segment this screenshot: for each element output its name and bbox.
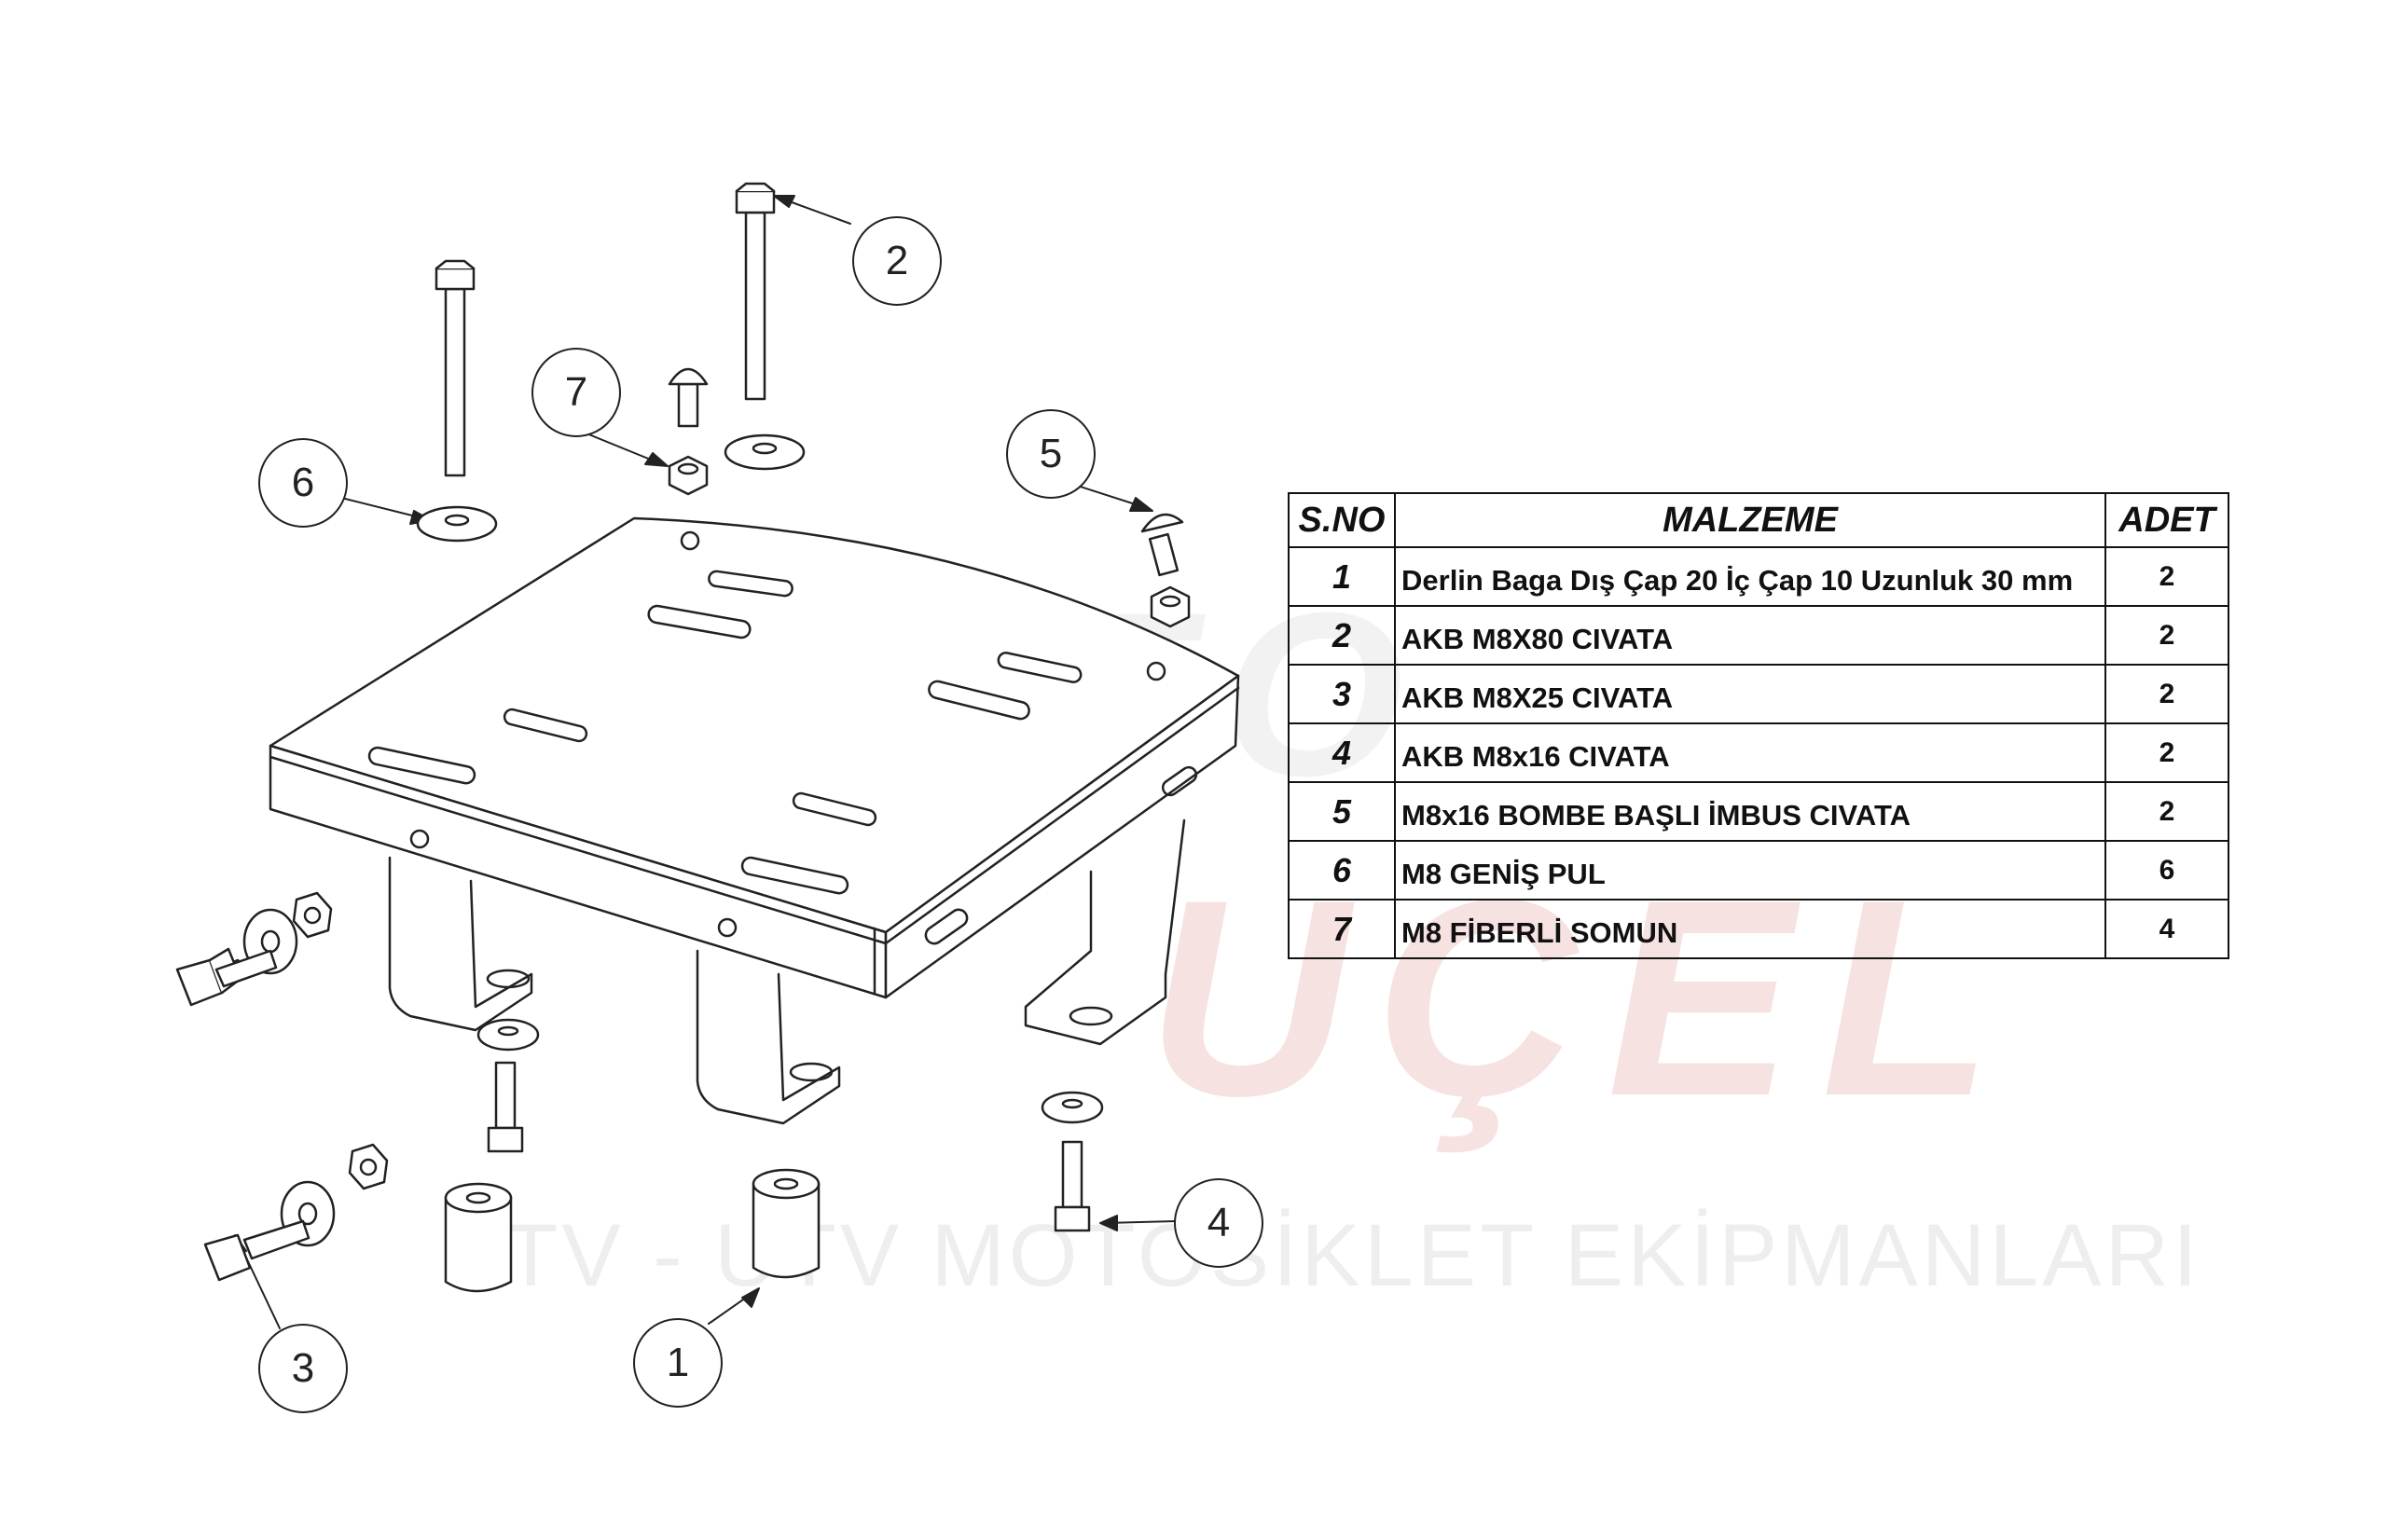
side-bolts	[175, 947, 310, 1282]
cell-qty: 4	[2104, 899, 2229, 959]
long-bolt-left	[435, 259, 476, 477]
callout-3: 3	[258, 1324, 348, 1413]
cell-qty: 2	[2104, 546, 2229, 607]
cell-material: AKB M8X80 CIVATA	[1394, 605, 2106, 666]
rack-plate	[269, 516, 1240, 999]
table-row: 1 Derlin Baga Dış Çap 20 İç Çap 10 Uzunl…	[1288, 546, 2229, 607]
cell-qty: 2	[2104, 664, 2229, 724]
header-qty: ADET	[2104, 492, 2229, 548]
cell-material: AKB M8x16 CIVATA	[1394, 722, 2106, 783]
callout-2: 2	[852, 216, 942, 306]
callout-4: 4	[1174, 1178, 1263, 1268]
cell-material: M8x16 BOMBE BAŞLI İMBUS CIVATA	[1394, 781, 2106, 842]
table-row: 5 M8x16 BOMBE BAŞLI İMBUS CIVATA 2	[1288, 781, 2229, 842]
button-head-bolts	[668, 367, 1184, 577]
long-bolt-right	[735, 182, 776, 401]
cell-material: AKB M8X25 CIVATA	[1394, 664, 2106, 724]
cell-qty: 6	[2104, 840, 2229, 901]
table-header-row: S.NO MALZEME ADET	[1288, 492, 2229, 548]
cell-material: M8 FİBERLİ SOMUN	[1394, 899, 2106, 959]
cell-qty: 2	[2104, 781, 2229, 842]
table-row: 7 M8 FİBERLİ SOMUN 4	[1288, 899, 2229, 959]
header-material: MALZEME	[1394, 492, 2106, 548]
bill-of-materials-table: S.NO MALZEME ADET 1 Derlin Baga Dış Çap …	[1288, 492, 2229, 959]
table-row: 6 M8 GENİŞ PUL 6	[1288, 840, 2229, 901]
cell-no: 1	[1288, 546, 1396, 607]
cell-no: 6	[1288, 840, 1396, 901]
header-sno: S.NO	[1288, 492, 1396, 548]
cell-qty: 2	[2104, 722, 2229, 783]
short-bolts	[487, 1061, 1091, 1232]
table-row: 2 AKB M8X80 CIVATA 2	[1288, 605, 2229, 666]
table-row: 4 AKB M8x16 CIVATA 2	[1288, 722, 2229, 783]
cell-material: M8 GENİŞ PUL	[1394, 840, 2106, 901]
cell-no: 2	[1288, 605, 1396, 666]
spacers	[444, 1168, 821, 1293]
cell-qty: 2	[2104, 605, 2229, 666]
callout-5: 5	[1006, 409, 1096, 499]
table-row: 3 AKB M8X25 CIVATA 2	[1288, 664, 2229, 724]
cell-no: 7	[1288, 899, 1396, 959]
rack-brackets	[388, 818, 1186, 1125]
cell-no: 3	[1288, 664, 1396, 724]
callout-7: 7	[531, 348, 621, 437]
cell-no: 5	[1288, 781, 1396, 842]
cell-material: Derlin Baga Dış Çap 20 İç Çap 10 Uzunluk…	[1394, 546, 2106, 607]
nuts	[292, 455, 1191, 1190]
callout-6: 6	[258, 438, 348, 528]
callout-1: 1	[633, 1318, 723, 1408]
cell-no: 4	[1288, 722, 1396, 783]
